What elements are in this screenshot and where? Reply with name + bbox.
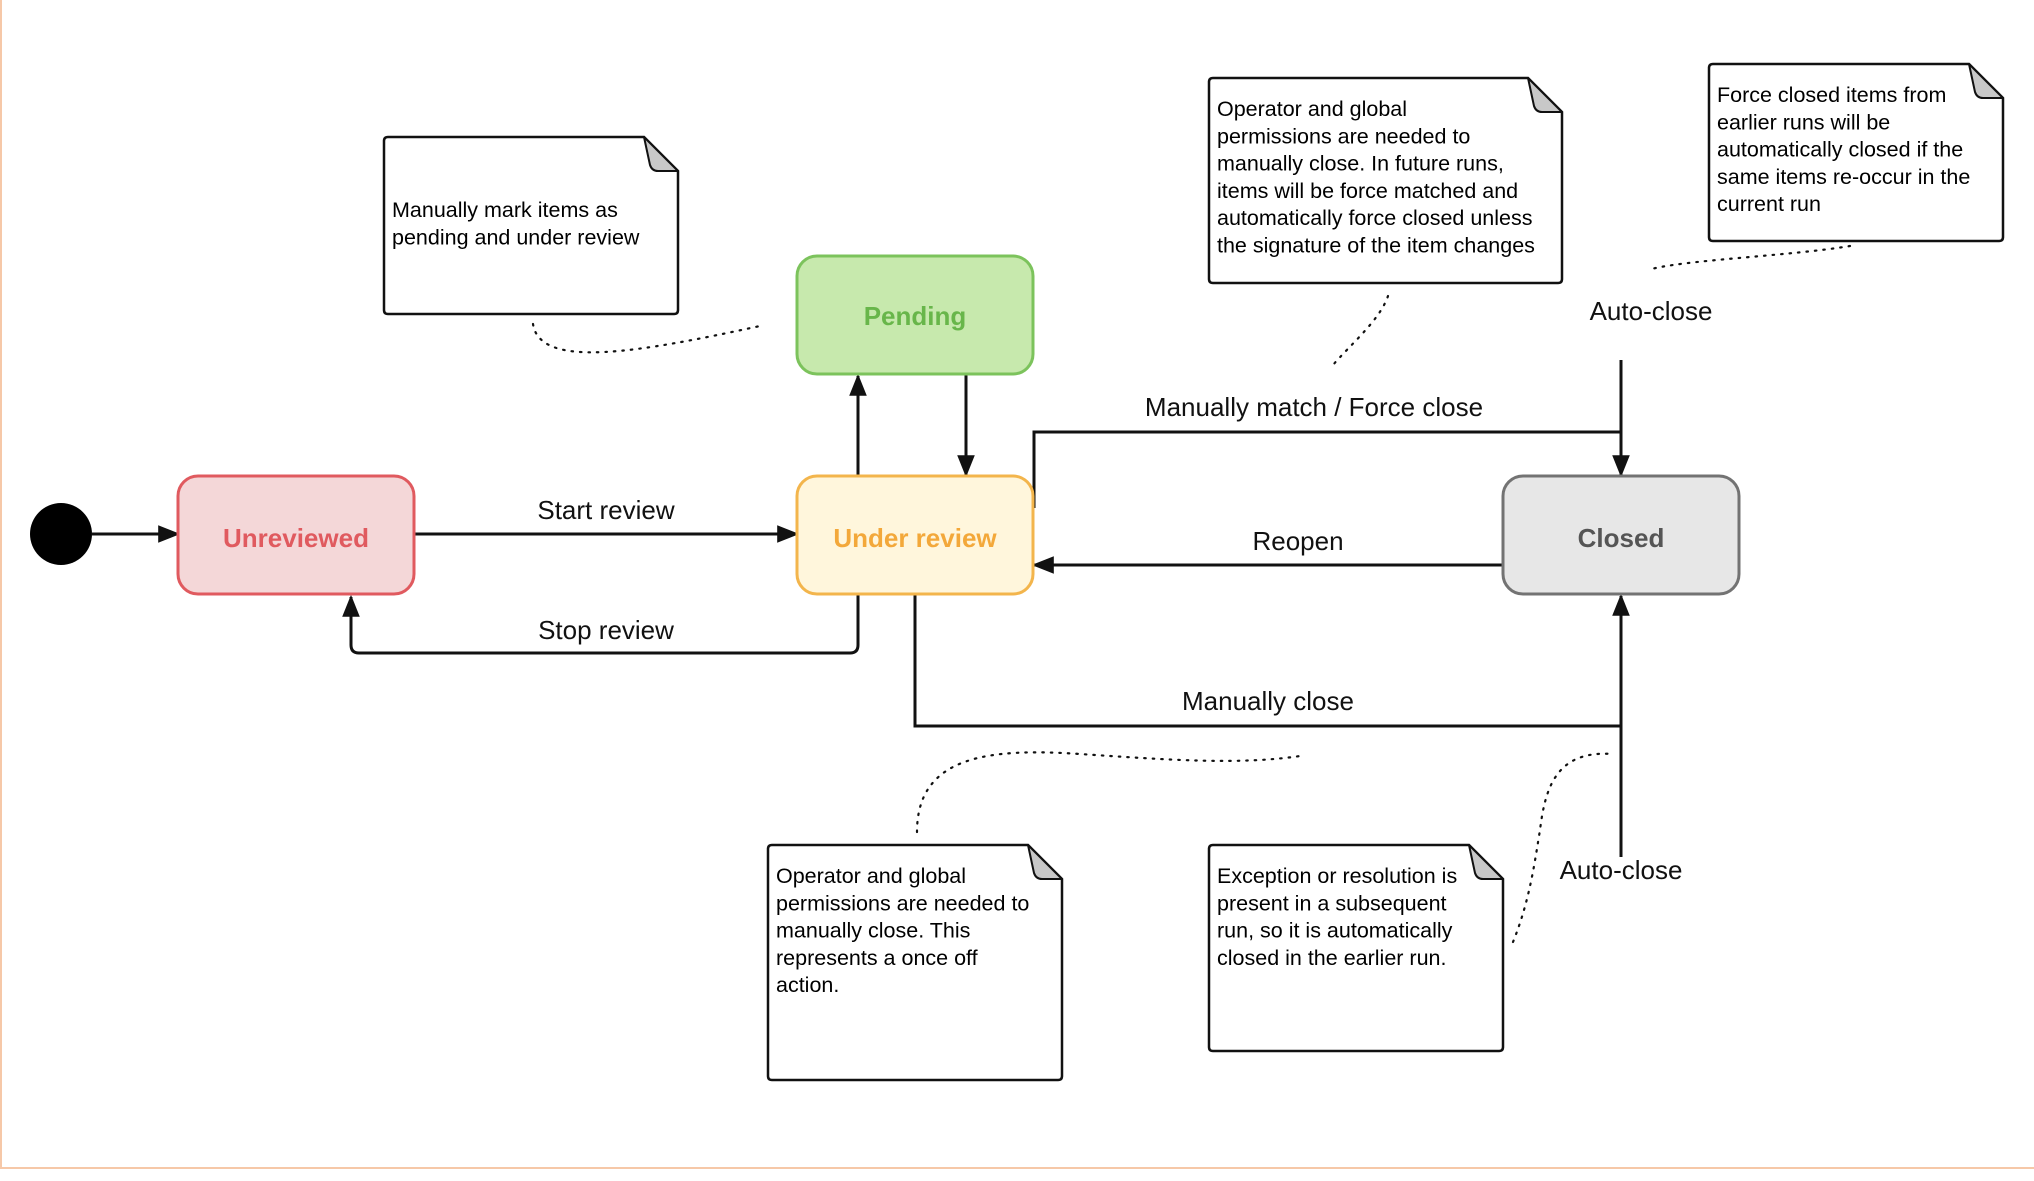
state-pending: Pending	[795, 254, 1035, 376]
label-manually-match-force-close: Manually match / Force close	[1145, 392, 1483, 422]
note-text-line: manually close. In future runs,	[1217, 152, 1504, 176]
note-text-line: Manually mark items as	[392, 198, 618, 222]
state-under-review: Under review	[795, 474, 1035, 596]
note-text-line: run, so it is automatically	[1217, 919, 1453, 943]
transition-edges	[92, 360, 1630, 857]
note-text-line: pending and under review	[392, 225, 640, 249]
edge-stop-review	[342, 594, 860, 655]
note-body	[382, 135, 680, 316]
label-start-review: Start review	[537, 495, 674, 525]
note-text-line: represents a once off	[776, 946, 978, 970]
note-text-line: action.	[776, 973, 839, 997]
note-text-line: manually close. This	[776, 919, 970, 943]
state-under-review-label: Under review	[833, 523, 997, 553]
label-stop-review: Stop review	[538, 615, 674, 645]
note-text-line: earlier runs will be	[1717, 110, 1890, 134]
note-force-close-note: Operator and global permissions are neede…	[1207, 76, 1564, 285]
label-auto-close-top: Auto-close	[1590, 296, 1713, 326]
note-pending-note: Manually mark items as pending and under …	[382, 135, 680, 316]
edge-manually-close	[913, 595, 1621, 728]
note-text-line: automatically force closed unless	[1217, 206, 1533, 230]
note-text-line: automatically closed if the	[1717, 138, 1963, 162]
connector-auto-close-top-note	[1646, 244, 1852, 272]
state-closed: Closed	[1501, 474, 1741, 596]
note-fold-corner	[1027, 844, 1063, 880]
note-text-line: Exception or resolution is	[1217, 864, 1457, 888]
note-text-line: same items re-occur in the	[1717, 165, 1970, 189]
label-manually-close: Manually close	[1182, 686, 1354, 716]
notes-layer: Manually mark items as pending and under …	[382, 62, 2005, 1082]
label-reopen: Reopen	[1252, 526, 1343, 556]
note-manual-close-note: Operator and global permissions are neede…	[766, 843, 1064, 1082]
note-text-line: current run	[1717, 192, 1821, 216]
note-connectors	[531, 244, 1852, 944]
state-pending-label: Pending	[864, 301, 967, 331]
note-text-line: permissions are needed to	[776, 891, 1029, 915]
note-fold-corner	[1968, 63, 2004, 99]
state-closed-label: Closed	[1578, 523, 1665, 553]
note-fold-corner	[643, 136, 679, 172]
note-text-line: Force closed items from	[1717, 83, 1946, 107]
note-text-line: present in a subsequent	[1217, 891, 1447, 915]
note-auto-close-top-note: Force closed items from earlier runs will…	[1707, 62, 2005, 243]
note-text-line: the signature of the item changes	[1217, 234, 1535, 258]
note-text-line: items will be force matched and	[1217, 179, 1518, 203]
note-fold-corner	[1468, 844, 1504, 880]
note-body	[1207, 843, 1505, 1053]
note-body	[1207, 76, 1564, 285]
edge-manually-match-force-close	[1032, 430, 1621, 508]
note-text-line: permissions are needed to	[1217, 124, 1470, 148]
label-auto-close-bottom: Auto-close	[1560, 855, 1683, 885]
connector-pending-note	[531, 322, 762, 354]
note-text-line: closed in the earlier run.	[1217, 946, 1446, 970]
note-body	[1707, 62, 2005, 243]
connector-auto-close-bottom-note	[1511, 752, 1614, 944]
note-auto-close-bottom-note: Exception or resolution is present in a s…	[1207, 843, 1505, 1053]
note-fold-corner	[1527, 77, 1563, 113]
note-body	[766, 843, 1064, 1082]
note-text-line: Operator and global	[1217, 97, 1407, 121]
connector-force-close-note	[1331, 294, 1390, 367]
connector-manual-close-note	[915, 751, 1302, 834]
note-text-line: Operator and global	[776, 864, 966, 888]
state-unreviewed: Unreviewed	[176, 474, 416, 596]
state-unreviewed-label: Unreviewed	[223, 523, 369, 553]
initial-state-dot	[30, 503, 92, 565]
